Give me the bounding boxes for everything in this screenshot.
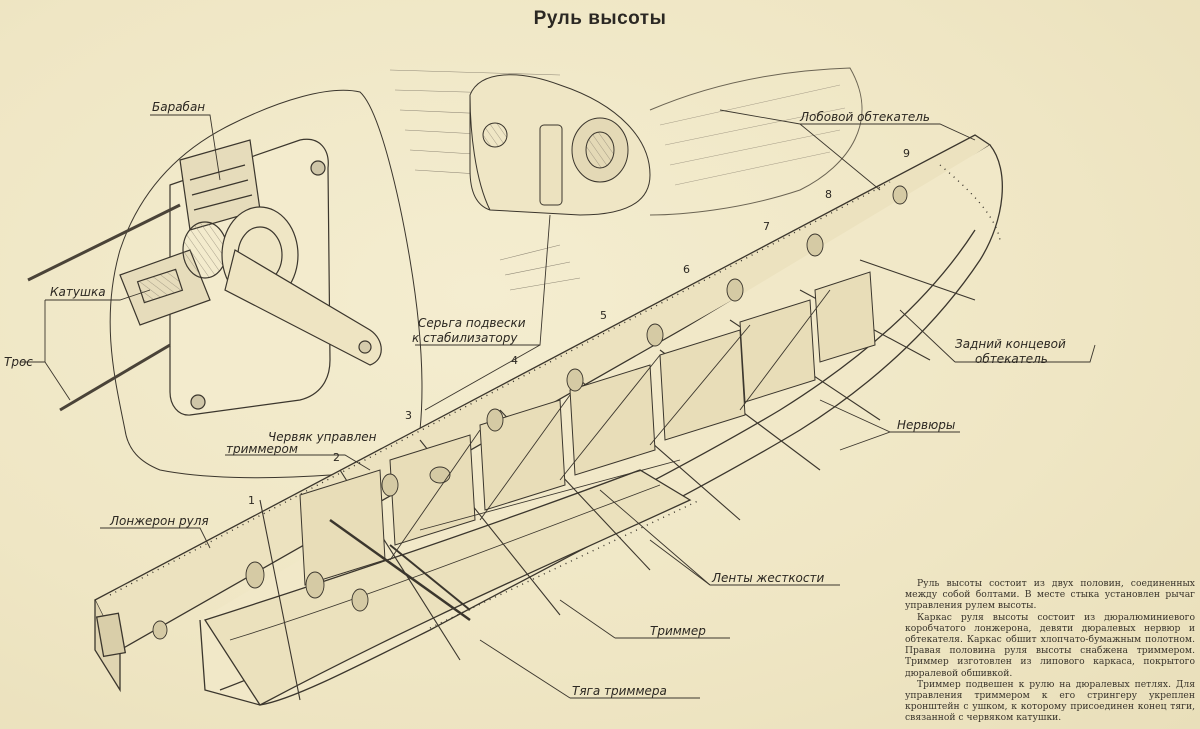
label-worm-2: триммером [226, 442, 298, 456]
label-spar: Лонжерон руля [109, 514, 209, 528]
rib-number: 9 [903, 147, 910, 160]
label-hinge-shackle-2: к стабилизатору [412, 331, 518, 345]
label-ribs: Нервюры [897, 418, 955, 432]
rib-number: 3 [405, 409, 412, 422]
label-hinge-shackle-1: Серьга подвески [418, 316, 526, 330]
rib-number: 8 [825, 188, 832, 201]
description-paragraph: Каркас руля высоты состоит из дюралюмини… [905, 611, 1195, 679]
description-text: Руль высоты состоит из двух половин, сое… [905, 578, 1195, 724]
label-trimmer-rod: Тяга триммера [572, 684, 667, 698]
label-drum: Барабан [152, 100, 205, 114]
leader-lines [20, 109, 1096, 699]
rib-number: 1 [248, 494, 255, 507]
label-worm-1: Червяк управлен [268, 430, 377, 444]
label-trimmer: Триммер [650, 624, 706, 638]
rib-number: 7 [763, 220, 770, 233]
rib-number: 4 [511, 354, 518, 367]
label-cable: Трос [4, 355, 33, 369]
description-paragraph: Руль высоты состоит из двух половин, сое… [905, 578, 1195, 612]
rib-number: 5 [600, 309, 607, 322]
rib-number: 2 [333, 451, 340, 464]
rib-number: 6 [683, 263, 690, 276]
hinge-shackle-inset [389, 67, 863, 291]
label-stiffener-tapes: Ленты жесткости [711, 571, 824, 585]
label-front-fairing: Лобовой обтекатель [799, 110, 930, 124]
page-title: Руль высоты [533, 8, 667, 29]
label-rear-fairing-1: Задний концевой [955, 337, 1066, 351]
label-reel: Катушка [50, 285, 106, 299]
elevator-frame [94, 134, 1003, 706]
drum-mechanism-inset [27, 89, 423, 479]
label-rear-fairing-2: обтекатель [975, 352, 1048, 366]
description-paragraph: Триммер подвешен к рулю на дюралевых пет… [905, 678, 1195, 724]
